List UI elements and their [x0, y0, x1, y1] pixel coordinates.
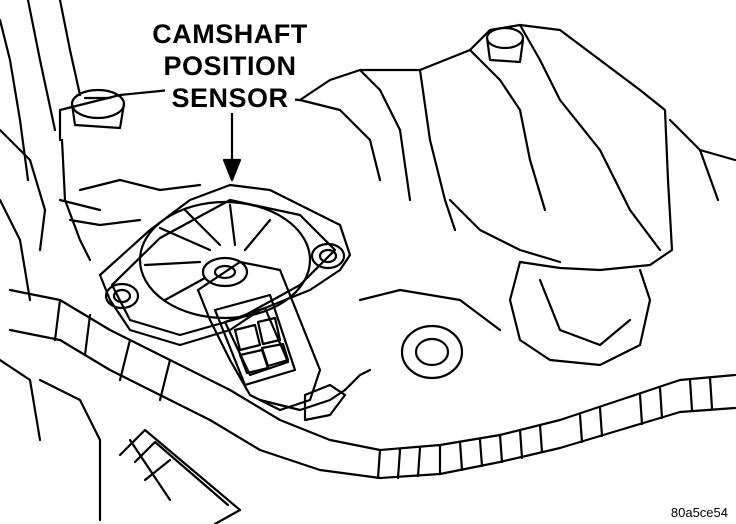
figure-code: 80a5ce54 — [670, 505, 728, 520]
camshaft-position-sensor — [196, 256, 322, 412]
wiring-harness — [8, 288, 736, 480]
callout-label-line-3: SENSOR — [165, 84, 295, 113]
flange-bolt-right — [310, 242, 346, 270]
cam-target-wheel — [138, 200, 312, 320]
right-boss — [358, 288, 502, 380]
left-frame-lines — [0, 0, 172, 522]
sensor-connector — [258, 368, 372, 422]
top-bolt — [485, 26, 525, 64]
housing-body — [58, 138, 202, 262]
lower-bracket — [118, 428, 242, 524]
flange-bolt-left — [104, 282, 140, 310]
callout-label-line-1: CAMSHAFT — [150, 20, 310, 49]
right-pulley — [508, 260, 652, 367]
left-bolt — [70, 88, 126, 130]
callout-label-line-2: POSITION — [160, 52, 300, 81]
